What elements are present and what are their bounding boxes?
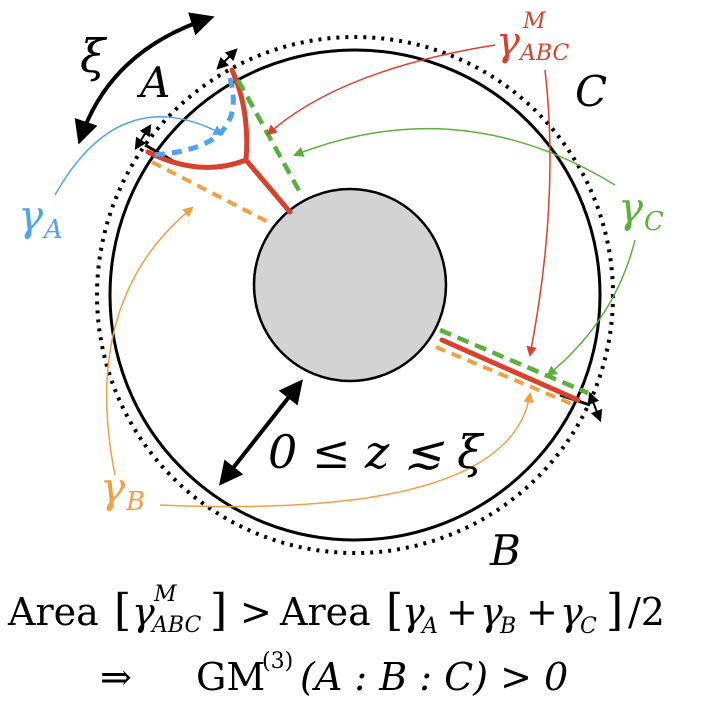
svg-text:B: B xyxy=(499,614,516,639)
svg-text:ABC: ABC xyxy=(518,41,569,66)
gamma-m-pointer-upper xyxy=(266,44,496,136)
gamma-c-label: γ C xyxy=(618,183,664,237)
svg-text:γ: γ xyxy=(560,590,583,634)
gamma-m-segment-b xyxy=(439,337,581,403)
gamma-m-pointer-lower xyxy=(526,69,551,358)
gamma-c-pointer-upper xyxy=(293,127,616,186)
gamma-b-dashed-line-upper xyxy=(151,160,273,226)
svg-text:+: + xyxy=(446,590,478,634)
svg-text:γ: γ xyxy=(402,590,425,634)
svg-text:[: [ xyxy=(114,585,131,636)
gamma-b-pointer-upper xyxy=(105,206,194,476)
svg-text:γ: γ xyxy=(100,463,126,512)
svg-text:γ: γ xyxy=(18,191,44,240)
boundary-circle xyxy=(108,48,602,542)
svg-text:γ: γ xyxy=(132,590,155,634)
depth-arrow xyxy=(219,379,303,486)
svg-text:γ: γ xyxy=(618,183,644,232)
gamma-b-pointer-lower xyxy=(159,391,534,508)
svg-text:Area: Area xyxy=(7,590,99,634)
svg-text:ABC: ABC xyxy=(150,613,201,638)
region-a-left-arrow xyxy=(134,123,152,151)
gamma-b-dashed-line-lower xyxy=(435,345,573,406)
svg-text:⇒: ⇒ xyxy=(100,655,132,699)
svg-text:[: [ xyxy=(386,585,403,636)
gamma-a-pointer xyxy=(54,116,224,196)
svg-text:GM: GM xyxy=(196,655,265,699)
svg-text:Area: Area xyxy=(279,590,371,634)
gamma-a-label: γ A xyxy=(18,191,63,245)
svg-text:/2: /2 xyxy=(628,590,665,634)
outer-dotted-circle xyxy=(95,35,615,555)
gamma-c-dashed-line-lower xyxy=(439,327,589,396)
svg-text:>: > xyxy=(240,590,272,634)
svg-text:A: A xyxy=(42,215,63,245)
svg-text:(A : B : C) > 0: (A : B : C) > 0 xyxy=(300,655,568,699)
region-a-top-arrow xyxy=(216,48,238,70)
region-a-label: A xyxy=(136,58,170,107)
svg-text:+: + xyxy=(526,590,558,634)
equation-line-2: ⇒ GM (3) (A : B : C) > 0 xyxy=(100,649,568,699)
xi-arc-arrow xyxy=(74,12,215,145)
svg-text:(3): (3) xyxy=(262,649,293,674)
svg-text:C: C xyxy=(644,207,664,237)
region-b-label: B xyxy=(489,526,521,575)
gamma-m-curve-left xyxy=(145,149,249,170)
svg-text:A: A xyxy=(420,614,438,639)
depth-label: 0 ≤ z ≲ ξ xyxy=(268,425,485,479)
svg-text:B: B xyxy=(125,487,145,517)
gamma-m-label: γ M ABC xyxy=(496,9,569,66)
equation-line-1: Area [ γ M ABC ] > Area [ γ A + γ B + γ … xyxy=(7,582,665,639)
gamma-c-pointer-lower xyxy=(546,239,636,377)
gamma-m-curve-upper xyxy=(229,67,293,215)
gamma-c-dashed-line-upper xyxy=(236,78,304,198)
xi-label: ξ xyxy=(80,29,108,83)
svg-text:M: M xyxy=(153,582,177,607)
region-c-label: C xyxy=(575,67,607,116)
svg-text:C: C xyxy=(580,614,597,639)
region-b-arrow xyxy=(587,391,603,423)
svg-text:M: M xyxy=(522,9,546,34)
svg-text:γ: γ xyxy=(480,590,503,634)
svg-text:γ: γ xyxy=(496,19,520,65)
central-disk xyxy=(252,187,448,383)
gamma-b-label: γ B xyxy=(100,463,145,517)
svg-text:]: ] xyxy=(606,585,623,636)
svg-text:]: ] xyxy=(210,585,227,636)
